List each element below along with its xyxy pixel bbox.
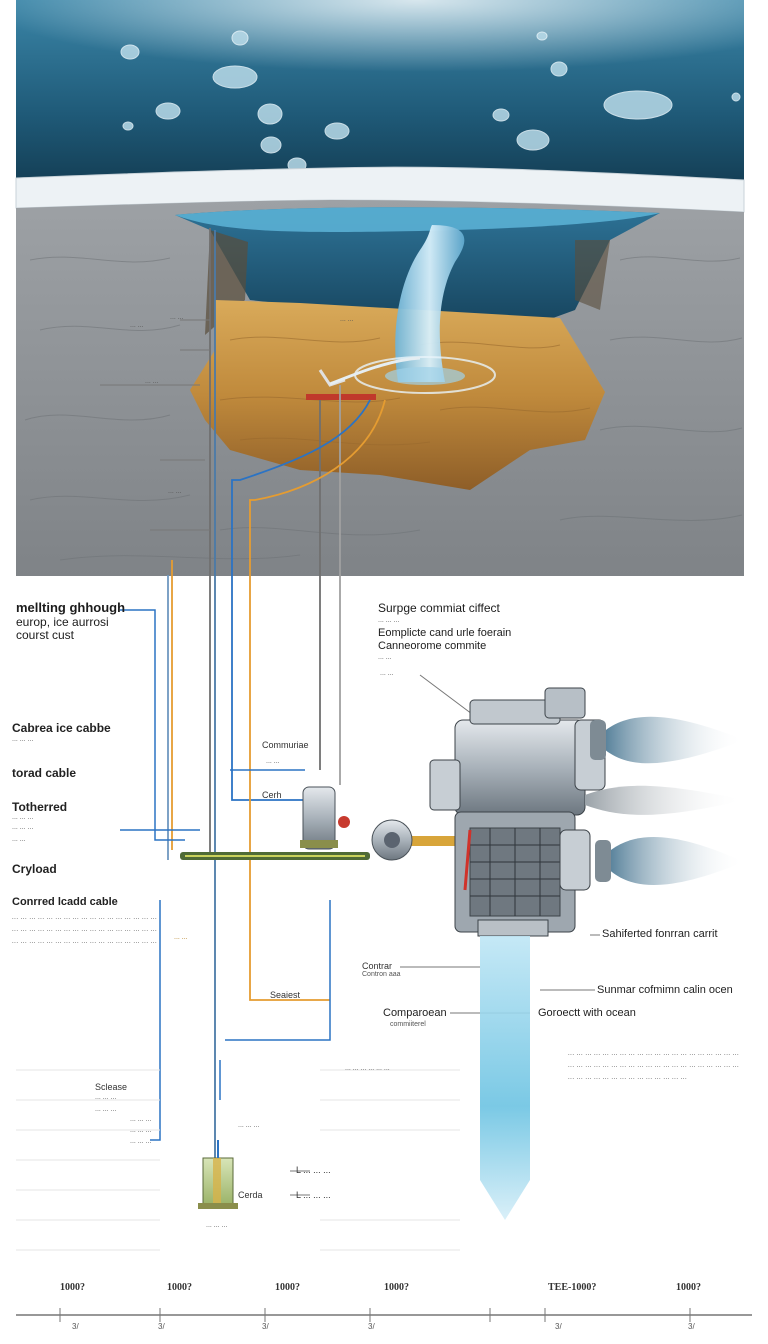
valve-red: [338, 816, 350, 828]
label-cable1-sub: ... ... ...: [12, 736, 34, 743]
thruster-bottom: [600, 836, 744, 886]
label-contro-sub: Contron aaa: [362, 971, 401, 978]
scale-tick-4: 1000?: [384, 1282, 409, 1293]
coupler-hub: [384, 832, 400, 848]
ocean-bubbles: [120, 30, 741, 302]
drive-shaft: [400, 836, 460, 846]
thruster-top-ring: [590, 720, 606, 760]
scale-sub-1: 3/: [72, 1322, 79, 1331]
controller-cylinder: [302, 786, 336, 850]
tag-upper-3: ... ...: [145, 378, 159, 385]
rock-texture: [24, 256, 743, 561]
tag-upper-4: ... ...: [168, 488, 182, 495]
cables: [167, 228, 386, 1160]
cavity-shadow-right: [575, 240, 610, 310]
label-bottom-left-2: ... ... ...: [95, 1094, 117, 1101]
label-contro: Contrar: [362, 961, 393, 971]
thruster-top: [595, 716, 744, 764]
label-cerh: Cerh: [262, 790, 282, 800]
label-compo-sub: commiiterel: [390, 1021, 426, 1028]
thruster-mid: [585, 785, 744, 815]
water-jet: [395, 225, 465, 382]
label-communi: Commuriae: [262, 740, 309, 750]
probe-tube: [329, 356, 421, 386]
right-head-3: Eomplicte cand urle foerain: [378, 627, 512, 639]
label-control: Conrred lcadd cable: [12, 896, 118, 908]
label-tethered-sub3: ... ...: [12, 836, 26, 843]
sample-cap: [198, 1203, 238, 1209]
low-tag-3: ... ... ...: [130, 1138, 152, 1145]
scale-tick-2: 1000?: [167, 1282, 192, 1293]
low-tag-1: ... ... ...: [130, 1116, 152, 1123]
controller-band: [300, 840, 338, 848]
label-cable2: torad cable: [12, 766, 77, 780]
label-shielded: Sahiferted fonrran carrit: [602, 928, 718, 940]
label-payload: Cryload: [12, 862, 57, 876]
label-summary: Sunmar cofmimn calin ocen: [597, 984, 733, 996]
label-bottom-left-3: ... ... ...: [95, 1106, 117, 1113]
scale-sub-4: 3/: [368, 1322, 375, 1331]
tether-stripe: [185, 855, 365, 857]
scale-tick-6: 1000?: [676, 1282, 701, 1293]
right-head-1: Surpge commiat ciffect: [378, 601, 500, 615]
scale-tick-5: TEE-1000?: [548, 1282, 597, 1293]
right-head-5: ... ...: [378, 654, 392, 661]
label-seawall: Seaiest: [270, 990, 301, 1000]
low-label-1: ... ... ...: [238, 1122, 260, 1129]
label-communi-sub: ... ...: [266, 758, 280, 765]
thruster-bottom-ring: [595, 840, 611, 882]
label-tethered: Totherred: [12, 800, 68, 814]
right-head-6: ... ...: [380, 670, 394, 677]
low-tag-2: ... ... ...: [130, 1127, 152, 1134]
tag-core: ... ...: [340, 316, 354, 323]
label-orange-tag: ... ...: [174, 934, 188, 941]
scale-sub-2: 3/: [158, 1322, 165, 1331]
label-bottom-left-1: Sclease: [95, 1082, 128, 1092]
lead-1: L ... ... ...: [296, 1165, 331, 1175]
tag-upper-1: ... ...: [170, 314, 184, 321]
jet-splash-inner: [385, 367, 465, 385]
leader-lines: [120, 609, 331, 1141]
main-engine: [429, 687, 606, 937]
sample-core: [213, 1158, 221, 1204]
probe-arm: [318, 369, 346, 387]
label-cable1: Cabrea ice cabbe: [12, 721, 111, 735]
label-contact: Goroectt with ocean: [538, 1007, 636, 1019]
probe-bar: [306, 394, 376, 400]
label-tethered-sub1: ... ... ...: [12, 814, 34, 821]
low-label-3: ... ... ...: [206, 1222, 228, 1229]
tag-upper-2: ... ...: [130, 322, 144, 329]
scale-tick-1: 1000?: [60, 1282, 85, 1293]
label-tethered-sub2: ... ... ...: [12, 824, 34, 831]
title-line-3: courst cust: [16, 628, 75, 642]
scale-sub-5: 3/: [555, 1322, 562, 1331]
right-head-4: Canneorome commite: [378, 640, 487, 652]
control-paragraph: ... ... ... ... ... ... ... ... ... ... …: [12, 915, 158, 945]
faint-grid: [16, 1069, 460, 1251]
mid-block: ... ... ... ... ... ...: [345, 1065, 390, 1072]
scale-tick-3: 1000?: [275, 1282, 300, 1293]
low-label-2: Cerda: [238, 1190, 263, 1200]
label-compo: Comparoean: [383, 1007, 447, 1019]
right-head-2: ... ... ...: [378, 617, 400, 624]
lead-2: L ... ... ...: [296, 1190, 331, 1200]
title-line-2: europ, ice aurrosi: [16, 615, 109, 629]
title-line-1: mellting ghhough: [16, 600, 126, 615]
scale-ticks: [59, 1308, 691, 1322]
scale-sub-6: 3/: [688, 1322, 695, 1331]
water-plume: [480, 936, 530, 1220]
scale-sub-3: 3/: [262, 1322, 269, 1331]
sediment-block: [190, 300, 605, 490]
meltwater-pool: [175, 207, 660, 232]
right-paragraph: ... ... ... ... ... ... ... ... ... ... …: [568, 1051, 740, 1081]
